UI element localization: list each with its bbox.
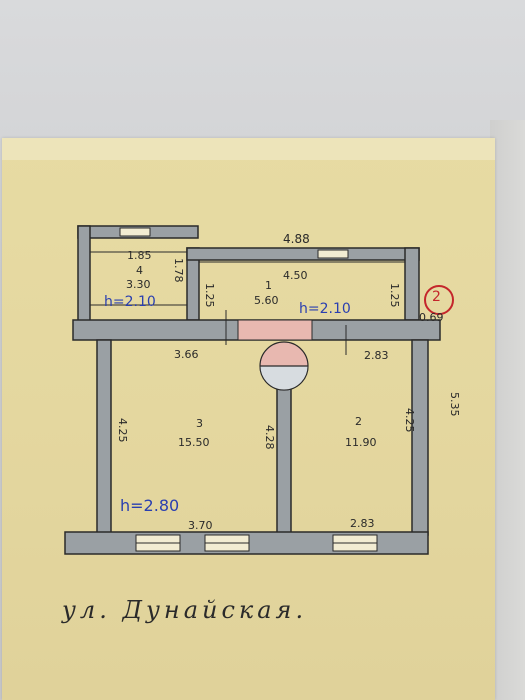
wall-thickness-label: 0.69	[419, 311, 444, 324]
ceiling-height-upper-left: h=2.10	[104, 294, 156, 310]
room4-number: 4	[136, 264, 143, 277]
room-marker-circle	[424, 285, 454, 315]
window	[119, 227, 151, 237]
room1-width: 4.50	[283, 269, 308, 282]
room3-height-left: 4.25	[116, 418, 129, 443]
background-board	[490, 120, 525, 700]
room1-area: 5.60	[254, 294, 279, 307]
wall-corridor-top	[186, 247, 420, 261]
right-outer-height: 5.35	[448, 392, 461, 417]
ceiling-height-lower: h=2.80	[120, 496, 180, 515]
overall-width-label: 4.88	[283, 232, 310, 246]
room1-number: 1	[265, 279, 272, 292]
room2-bottom-width: 2.83	[350, 517, 375, 530]
room3-area: 15.50	[178, 436, 210, 449]
room-marker-number: 2	[432, 289, 441, 305]
street-caption: ул. Дунайская.	[62, 596, 308, 624]
room2-height-left: 4.25	[403, 408, 416, 433]
wall-room4-left	[77, 225, 91, 322]
door-swing-lower	[259, 365, 309, 391]
room2-number: 2	[355, 415, 362, 428]
room3-top-width: 3.66	[174, 348, 199, 361]
wall-right	[411, 339, 429, 536]
window	[317, 249, 349, 259]
room4-width: 1.85	[127, 249, 152, 262]
room1-depth-left: 1.25	[203, 283, 216, 308]
room1-depth-right: 1.25	[388, 283, 401, 308]
dimension-lines	[90, 251, 405, 355]
room2-area: 11.90	[345, 436, 377, 449]
wall-partition	[276, 384, 292, 536]
room3-bottom-width: 3.70	[188, 519, 213, 532]
room3-number: 3	[196, 417, 203, 430]
room4-depth: 1.78	[172, 258, 185, 283]
room3-height-right: 4.28	[263, 425, 276, 450]
wall-left-lower	[96, 339, 112, 536]
room4-area: 3.30	[126, 278, 151, 291]
wall-corridor-right	[404, 247, 420, 321]
door-opening	[237, 319, 313, 341]
room2-top-width: 2.83	[364, 349, 389, 362]
tape-strip	[2, 138, 495, 160]
ceiling-height-upper-right: h=2.10	[299, 301, 351, 317]
